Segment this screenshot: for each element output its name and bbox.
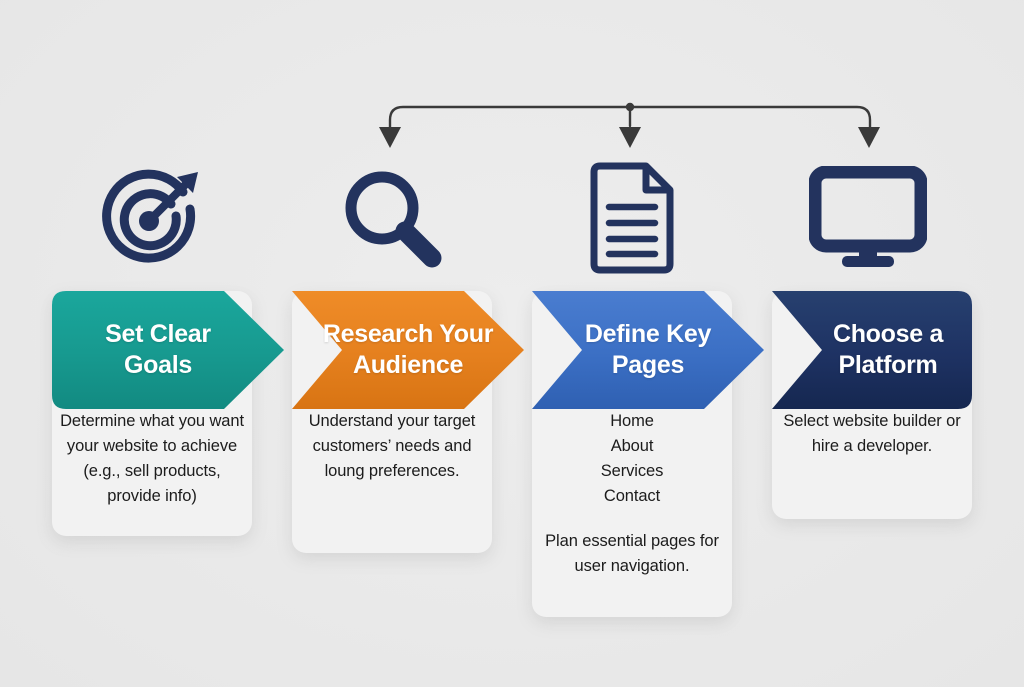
list-item: Services	[600, 462, 664, 480]
icon-slot-2	[272, 152, 512, 284]
monitor-screen	[809, 166, 927, 253]
list-item: Home	[610, 412, 654, 430]
step-banner-1[interactable]: Set Clear Goals	[52, 291, 288, 409]
list-item: About	[610, 437, 654, 455]
step-3-title-line2: Pages	[611, 351, 685, 379]
step-card-3-body: Home About Services Contact Plan essenti…	[540, 409, 724, 579]
desktop-monitor-icon	[809, 166, 927, 267]
step-3-page-list: Home About Services Contact	[540, 409, 724, 509]
step-banner-1-shape	[52, 291, 284, 409]
step-banner-3[interactable]: Define Key Pages	[532, 291, 768, 409]
step-banner-2[interactable]: Research Your Audience	[292, 291, 528, 409]
icon-row	[0, 152, 1024, 284]
step-banner-3-shape	[532, 291, 764, 409]
magnifier-handle	[395, 221, 442, 268]
step-3-title-line1: Define Key	[584, 320, 712, 348]
magnifier-lens	[345, 171, 419, 245]
icon-slot-3	[512, 152, 752, 284]
document-outline	[590, 162, 674, 274]
step-1-title-line2: Goals	[124, 351, 192, 379]
target-arrow-shaft	[145, 179, 191, 225]
magnifying-glass-icon	[345, 171, 442, 268]
step-4-title-line1: Choose a	[832, 320, 944, 348]
step-4-title-line2: Platform	[838, 351, 938, 379]
connector-center-dot	[625, 102, 635, 112]
step-banner-4-shape	[772, 291, 972, 409]
document-text-lines	[605, 203, 659, 258]
connector-arrow-left	[379, 127, 401, 148]
step-card-1-body: Determine what you want your website to …	[60, 409, 244, 509]
step-banner-4[interactable]: Choose a Platform	[772, 291, 1008, 409]
step-3-description: Plan essential pages for user navigation…	[545, 532, 719, 575]
step-4-description: Select website builder or hire a develop…	[783, 412, 961, 455]
step-banner-1-label: Set Clear Goals	[60, 291, 256, 409]
connector-arrow-right	[858, 127, 880, 148]
step-card-2-body: Understand your target customers’ needs …	[300, 409, 484, 484]
list-item: Contact	[603, 487, 661, 505]
step-card-4-body: Select website builder or hire a develop…	[780, 409, 964, 459]
step-2-title-line2: Audience	[352, 351, 464, 379]
step-banner-2-shape	[292, 291, 524, 409]
step-1-description: Determine what you want your website to …	[60, 412, 244, 505]
step-banner-3-label: Define Key Pages	[550, 291, 746, 409]
step-2-title-line1: Research Your	[322, 320, 494, 348]
icon-slot-1	[32, 152, 272, 284]
connector-arrow-center	[619, 127, 641, 148]
monitor-base	[842, 256, 894, 267]
step-2-description: Understand your target customers’ needs …	[308, 412, 476, 480]
target-bullseye-icon	[102, 169, 198, 263]
document-page-icon	[590, 162, 674, 274]
step-1-title-line1: Set Clear	[105, 320, 211, 348]
document-folded-corner	[642, 166, 670, 194]
step-banner-4-label: Choose a Platform	[792, 291, 984, 409]
target-arrow-head	[177, 172, 198, 193]
icon-slot-4	[748, 152, 988, 284]
step-banner-2-label: Research Your Audience	[310, 291, 506, 409]
